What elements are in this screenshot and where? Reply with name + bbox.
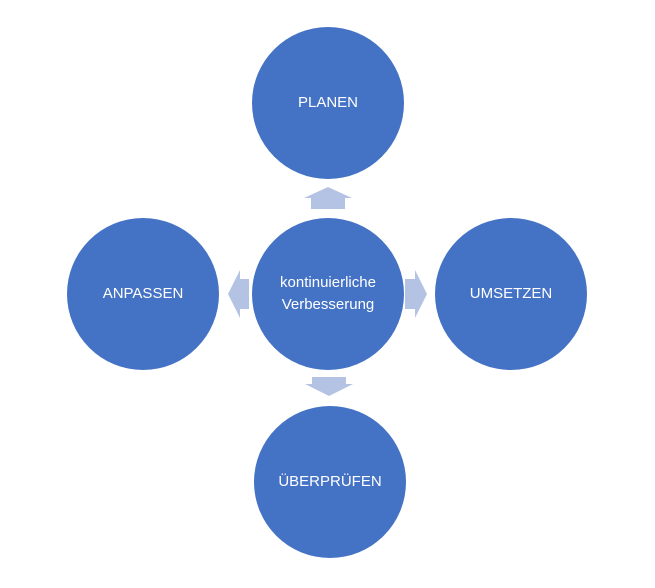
node-anpassen: ANPASSEN	[67, 218, 219, 370]
arrow-left-icon	[228, 270, 249, 318]
arrow-up-icon	[304, 187, 352, 209]
arrow-down-icon	[305, 377, 353, 396]
node-planen: PLANEN	[252, 27, 404, 179]
node-planen-label: PLANEN	[297, 94, 359, 111]
node-anpassen-label: ANPASSEN	[102, 285, 184, 302]
arrow-right-icon	[405, 270, 427, 318]
node-umsetzen: UMSETZEN	[435, 218, 587, 370]
node-center-label: kontinuierliche Verbesserung	[280, 274, 376, 313]
node-kontinuierliche-verbesserung: kontinuierliche Verbesserung	[252, 218, 404, 370]
node-ueberpruefen: ÜBERPRÜFEN	[254, 406, 406, 558]
node-umsetzen-label: UMSETZEN	[469, 285, 553, 302]
node-ueberpruefen-label: ÜBERPRÜFEN	[278, 473, 382, 490]
